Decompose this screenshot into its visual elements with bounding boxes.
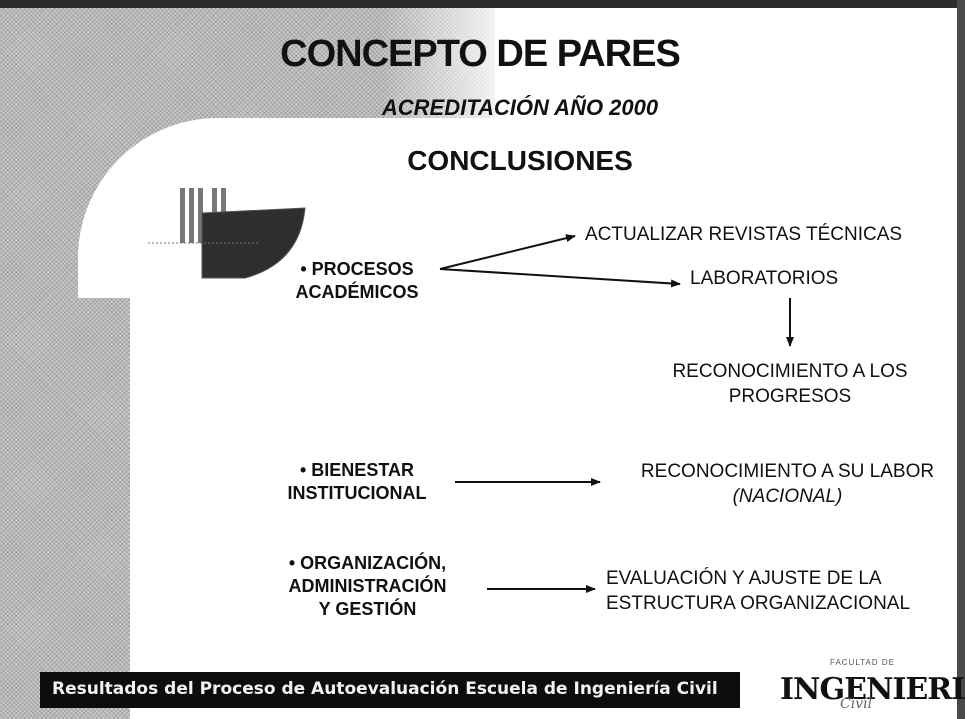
item-label-line: • BIENESTAR — [300, 460, 414, 480]
outcome-evaluacion-ajuste: EVALUACIÓN Y AJUSTE DE LA ESTRUCTURA ORG… — [606, 566, 946, 616]
top-border — [0, 0, 965, 8]
slide-title: CONCEPTO DE PARES — [280, 33, 681, 75]
outcome-line: RECONOCIMIENTO A LOS — [672, 361, 908, 382]
item-label-line: • PROCESOS — [300, 259, 414, 279]
outcome-line: PROGRESOS — [728, 386, 852, 407]
footer-bar — [40, 672, 740, 708]
outcome-line: RECONOCIMIENTO A SU LABOR — [640, 461, 935, 482]
outcome-line: LABORATORIOS — [690, 268, 839, 289]
item-label-line: ACADÉMICOS — [295, 282, 419, 302]
item-label-procesos-academicos: • PROCESOS ACADÉMICOS — [272, 258, 442, 304]
slide-subtitle: ACREDITACIÓN AÑO 2000 — [381, 95, 659, 120]
content-panel — [130, 290, 965, 719]
outcome-line: EVALUACIÓN Y AJUSTE DE LA — [606, 568, 882, 589]
outcome-line: ACTUALIZAR REVISTAS TÉCNICAS — [585, 224, 903, 245]
footer-text: Resultados del Proceso de Autoevaluación… — [52, 679, 718, 699]
right-edge — [957, 0, 965, 719]
outcome-laboratorios: LABORATORIOS — [690, 266, 890, 291]
outcome-actualizar-revistas: ACTUALIZAR REVISTAS TÉCNICAS — [585, 222, 965, 247]
arrow-procesos-to-laboratorios — [439, 268, 681, 288]
outcome-reconocimiento-progresos: RECONOCIMIENTO A LOS PROGRESOS — [630, 359, 950, 409]
outcome-line: ESTRUCTURA ORGANIZACIONAL — [606, 593, 911, 614]
outcome-line: (NACIONAL) — [732, 486, 843, 507]
item-label-bienestar-institucional: • BIENESTAR INSTITUCIONAL — [262, 459, 452, 505]
item-label-line: ADMINISTRACIÓN — [288, 576, 447, 596]
item-label-line: INSTITUCIONAL — [287, 483, 427, 503]
section-heading: CONCLUSIONES — [407, 145, 633, 176]
brand-script-text: Civil — [840, 696, 873, 712]
background-fade — [380, 8, 520, 128]
university-logo — [148, 188, 306, 279]
item-label-line: Y GESTIÓN — [318, 599, 417, 619]
brand-small-text: FACULTAD DE — [830, 658, 895, 667]
item-label-line: • ORGANIZACIÓN, — [288, 553, 447, 573]
arrow-procesos-to-revistas — [439, 234, 576, 270]
item-label-organizacion: • ORGANIZACIÓN, ADMINISTRACIÓN Y GESTIÓN — [255, 552, 480, 621]
outcome-reconocimiento-labor: RECONOCIMIENTO A SU LABOR (NACIONAL) — [610, 459, 965, 509]
brand-logo-text: INGENIERIA — [780, 672, 965, 707]
